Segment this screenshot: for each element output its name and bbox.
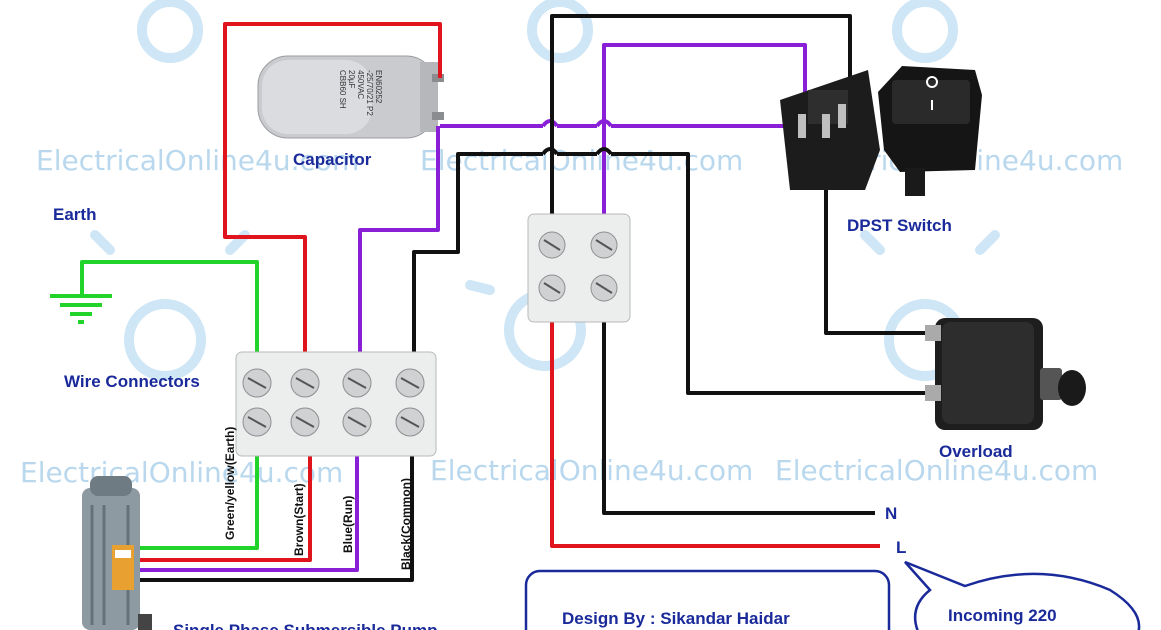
capacitor-label: Capacitor — [293, 150, 372, 169]
live-wire — [550, 318, 880, 548]
terminal-block-icon — [235, 351, 437, 457]
svg-text:EN60252: EN60252 — [374, 70, 383, 104]
capacitor-icon: CBB60 SH 20µF 450VAC -25/70/21 P2 EN6025… — [257, 55, 444, 139]
overload-breaker-icon — [925, 318, 1086, 430]
switch-purple-wire — [602, 43, 807, 222]
wire-label-start: Brown(Start) — [292, 483, 306, 556]
dpst-switch-label: DPST Switch — [847, 216, 952, 235]
watermark-text: ElectricalOnline4u.com ElectricalOnline4… — [20, 144, 1123, 489]
pump-label: Single Phase Submersible Pump — [173, 621, 438, 630]
wire-label-run: Blue(Run) — [341, 496, 355, 553]
wires — [80, 14, 940, 582]
run-wire-connector — [358, 126, 440, 360]
submersible-pump-icon — [82, 476, 152, 630]
svg-text:ElectricalOnline4u.com: ElectricalOnline4u.com — [430, 454, 753, 487]
wire-label-earth: Green/yellow(Earth) — [223, 427, 237, 540]
earth-wire-pump — [135, 455, 259, 550]
terminal-block-icon — [527, 213, 631, 323]
svg-text:450VAC: 450VAC — [356, 70, 365, 99]
svg-text:ElectricalOnline4u.com: ElectricalOnline4u.com — [775, 454, 1098, 487]
capacitor-red-wire — [223, 22, 442, 360]
switch-black-wire — [550, 14, 852, 222]
earth-wire — [80, 260, 259, 360]
common-black-wire — [412, 152, 543, 360]
svg-text:CBB60 SH: CBB60 SH — [338, 70, 347, 109]
wire-connectors-label: Wire Connectors — [64, 372, 200, 391]
ground-symbol-icon — [50, 294, 112, 324]
live-label: L — [896, 538, 906, 557]
incoming-label: Incoming 220 — [948, 606, 1057, 625]
start-wire-pump — [135, 455, 312, 562]
run-wire-pump — [135, 455, 359, 572]
overload-switch-wire — [824, 150, 940, 335]
common-wire-pump — [135, 455, 414, 582]
overload-label: Overload — [939, 442, 1013, 461]
dpst-switch-icon — [780, 66, 982, 196]
design-credit-box: Design By : Sikandar Haidar — [524, 569, 891, 630]
svg-text:-25/70/21 P2: -25/70/21 P2 — [365, 70, 374, 116]
svg-text:ElectricalOnline4u.com: ElectricalOnline4u.com — [420, 144, 743, 177]
svg-text:20µF: 20µF — [347, 70, 356, 89]
neutral-label: N — [885, 504, 897, 523]
design-credit-label: Design By : Sikandar Haidar — [562, 609, 790, 628]
earth-label: Earth — [53, 205, 96, 224]
svg-text:ElectricalOnline4u.com: ElectricalOnline4u.com — [20, 456, 343, 489]
speech-bubble-icon: Incoming 220 — [904, 560, 1141, 630]
wire-label-common: Black(Common) — [399, 478, 413, 570]
neutral-wire — [602, 318, 875, 515]
svg-text:ElectricalOnline4u.com: ElectricalOnline4u.com — [36, 144, 359, 177]
